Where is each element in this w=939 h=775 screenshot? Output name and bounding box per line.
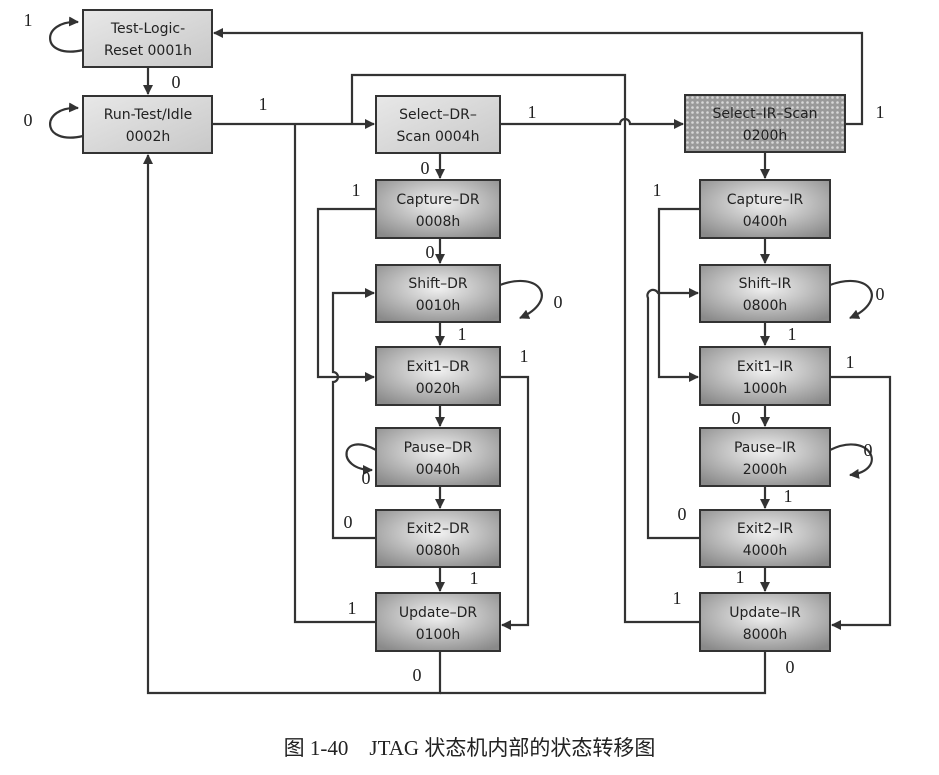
arrow-updatedr-rti (143, 154, 442, 695)
label: 1 (470, 568, 479, 588)
svg-text:Reset 0001h: Reset 0001h (104, 43, 192, 59)
svg-text:Shift–DR: Shift–DR (408, 276, 468, 292)
label: 0 (864, 440, 873, 460)
svg-text:8000h: 8000h (743, 627, 788, 643)
label: 1 (788, 324, 797, 344)
label: 0 (421, 158, 430, 178)
state-exit2-ir: Exit2–IR 4000h (699, 509, 831, 568)
loop-pauseir (829, 443, 873, 479)
label: 1 (259, 94, 268, 114)
state-capture-dr: Capture–DR 0008h (375, 179, 501, 239)
svg-text:0080h: 0080h (416, 543, 461, 559)
svg-text:Scan 0004h: Scan 0004h (397, 129, 480, 145)
svg-text:Select–IR–Scan: Select–IR–Scan (712, 106, 817, 122)
state-select-dr-scan: Select–DR– Scan 0004h (375, 95, 501, 154)
svg-text:0400h: 0400h (743, 214, 788, 230)
state-exit1-dr: Exit1–DR 0020h (375, 346, 501, 406)
arrow-exit2ir-shiftir (646, 288, 700, 540)
label: 1 (673, 588, 682, 608)
state-update-dr: Update–DR 0100h (375, 592, 501, 652)
loop-shiftir (829, 279, 873, 320)
svg-text:Update–DR: Update–DR (399, 605, 477, 621)
label: 0 (786, 657, 795, 677)
svg-text:Test-Logic-: Test-Logic- (110, 21, 185, 37)
label: 1 (520, 346, 529, 366)
state-test-logic-reset: Test-Logic- Reset 0001h (82, 9, 213, 68)
label: 1 (876, 102, 885, 122)
loop-tlr (49, 16, 84, 53)
svg-text:Pause–IR: Pause–IR (734, 440, 796, 456)
svg-text:0040h: 0040h (416, 462, 461, 478)
svg-text:Capture–IR: Capture–IR (727, 192, 804, 208)
loop-shiftdr (499, 279, 543, 320)
svg-text:Exit2–DR: Exit2–DR (407, 521, 470, 537)
label: 0 (344, 512, 353, 532)
label: 1 (653, 180, 662, 200)
figure-caption: 图 1-40 JTAG 状态机内部的状态转移图 (283, 736, 656, 760)
label: 1 (24, 10, 33, 30)
transitions (49, 16, 892, 695)
svg-text:0010h: 0010h (416, 298, 461, 314)
label: 0 (172, 72, 181, 92)
svg-text:Exit2–IR: Exit2–IR (737, 521, 794, 537)
label: 1 (528, 102, 537, 122)
label: 0 (732, 408, 741, 428)
label: 1 (784, 486, 793, 506)
arrow-updateir-rti (440, 651, 767, 695)
svg-text:0100h: 0100h (416, 627, 461, 643)
loop-rti (49, 102, 84, 139)
label: 1 (846, 352, 855, 372)
svg-text:Exit1–IR: Exit1–IR (737, 359, 794, 375)
svg-text:0002h: 0002h (126, 129, 171, 145)
label: 1 (736, 567, 745, 587)
svg-text:Exit1–DR: Exit1–DR (407, 359, 470, 375)
svg-text:0020h: 0020h (416, 381, 461, 397)
svg-text:Capture–DR: Capture–DR (396, 192, 479, 208)
arrow-selir-tlr (213, 28, 864, 126)
svg-text:0008h: 0008h (416, 214, 461, 230)
state-capture-ir: Capture–IR 0400h (699, 179, 831, 239)
svg-text:Shift–IR: Shift–IR (739, 276, 792, 292)
svg-text:4000h: 4000h (743, 543, 788, 559)
arrow-capdr-exit1dr (316, 207, 376, 382)
transition-labels: 1 0 0 1 1 1 0 1 0 0 1 1 0 0 1 1 0 1 0 1 … (24, 10, 885, 685)
state-pause-ir: Pause–IR 2000h (699, 427, 831, 487)
svg-text:0200h: 0200h (743, 128, 788, 144)
arrow-exit1dr-updatedr (500, 375, 530, 630)
state-exit1-ir: Exit1–IR 1000h (699, 346, 831, 406)
state-shift-ir: Shift–IR 0800h (699, 264, 831, 323)
state-pause-dr: Pause–DR 0040h (375, 427, 501, 487)
loop-pausedr (345, 443, 377, 475)
label: 0 (554, 292, 563, 312)
state-select-ir-scan: Select–IR–Scan 0200h (684, 94, 846, 153)
state-run-test-idle: Run-Test/Idle 0002h (82, 95, 213, 154)
arrow-updatedr-seldr (293, 124, 376, 624)
arrow-exit1ir-updateir (830, 375, 892, 630)
state-update-ir: Update–IR 8000h (699, 592, 831, 652)
svg-text:1000h: 1000h (743, 381, 788, 397)
arrow-exit2dr-shiftdr (331, 288, 376, 540)
label: 0 (24, 110, 33, 130)
label: 0 (362, 468, 371, 488)
svg-text:Select–DR–: Select–DR– (399, 107, 477, 123)
label: 1 (352, 180, 361, 200)
svg-text:2000h: 2000h (743, 462, 788, 478)
state-exit2-dr: Exit2–DR 0080h (375, 509, 501, 568)
arrow-updateir-seldr (350, 73, 700, 624)
svg-text:0800h: 0800h (743, 298, 788, 314)
svg-text:Update–IR: Update–IR (729, 605, 801, 621)
label: 0 (413, 665, 422, 685)
label: 0 (426, 242, 435, 262)
label: 0 (876, 284, 885, 304)
state-shift-dr: Shift–DR 0010h (375, 264, 501, 323)
label: 1 (348, 598, 357, 618)
label: 1 (458, 324, 467, 344)
svg-text:Run-Test/Idle: Run-Test/Idle (104, 107, 192, 123)
svg-text:Pause–DR: Pause–DR (404, 440, 473, 456)
label: 0 (678, 504, 687, 524)
